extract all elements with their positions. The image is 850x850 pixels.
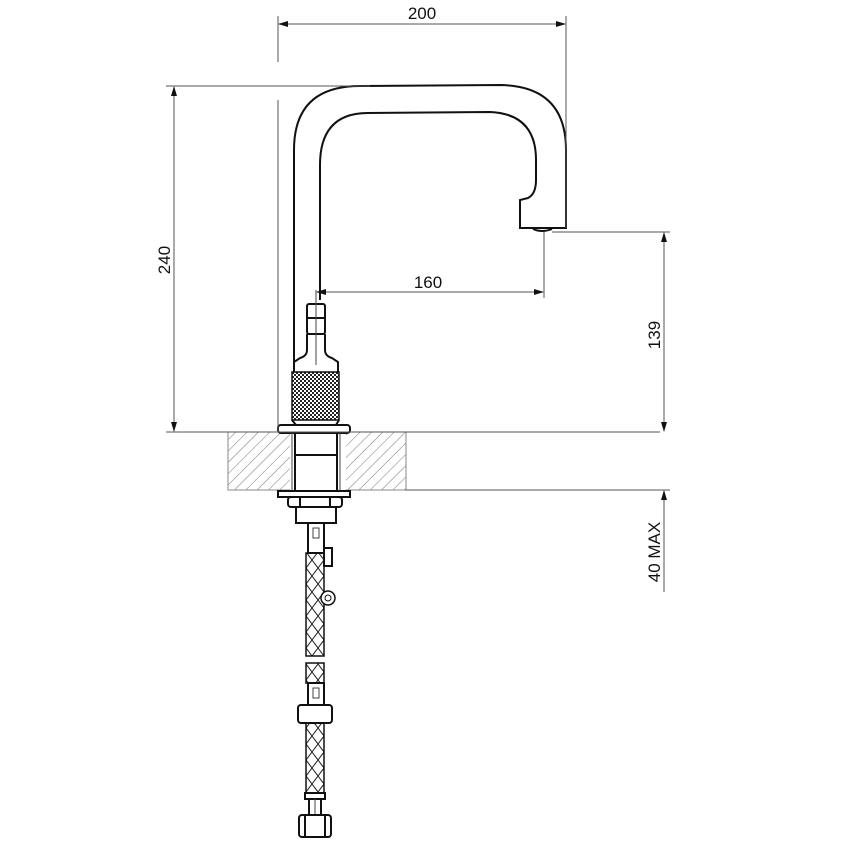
dimension-label-160: 160: [414, 273, 442, 292]
dimension-label-200: 200: [408, 4, 436, 23]
base-flange: [277, 419, 351, 434]
dimension-label-139: 139: [645, 321, 664, 349]
flexible-hose: [297, 522, 336, 794]
mounting-nut: [277, 490, 351, 524]
dimension-label-240: 240: [155, 246, 174, 274]
hose-connector: [298, 792, 332, 838]
dimension-40-max: 40 MAX: [406, 489, 670, 592]
dimension-160: 160: [316, 232, 545, 298]
faucet-neck: [293, 290, 339, 372]
dimension-139: 139: [552, 231, 670, 432]
spout: [293, 83, 567, 362]
dimension-200: 200: [277, 4, 567, 228]
dimension-label-40-max: 40 MAX: [645, 522, 664, 582]
countertop-section: [227, 431, 407, 491]
knurled-body: [291, 371, 340, 421]
dimension-240: 240: [155, 85, 660, 433]
